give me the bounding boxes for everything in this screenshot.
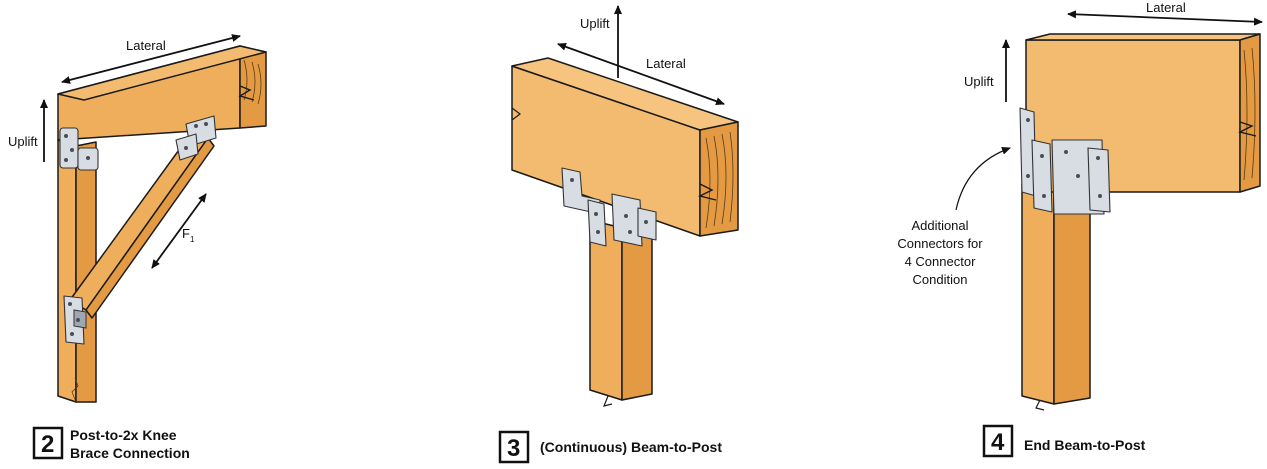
- uplift-label-4: Uplift: [964, 74, 994, 89]
- note-line-3: 4 Connector: [905, 254, 976, 269]
- connectors-3: [561, 167, 657, 247]
- note-leader-line: [955, 146, 1011, 211]
- figure-4-end-beam: Lateral Uplift Additional Connectors for…: [897, 0, 1263, 458]
- connectors-4: [1019, 107, 1111, 215]
- uplift-label-2: Uplift: [8, 134, 38, 149]
- lateral-arrow-3: [557, 42, 725, 106]
- figure-3-continuous-beam: Uplift Lateral 3 (Continuous) Beam-to-Po…: [498, 5, 739, 464]
- figure-number-3: 3: [507, 435, 520, 462]
- note-line-4: Condition: [913, 272, 968, 287]
- note-line-2: Connectors for: [897, 236, 983, 251]
- lateral-label-3: Lateral: [646, 56, 686, 71]
- uplift-label-3: Uplift: [580, 16, 610, 31]
- figure-number-4: 4: [991, 429, 1005, 456]
- lateral-arrow-2: [61, 34, 241, 84]
- caption-2: 2 Post-to-2x Knee Brace Connection: [32, 426, 190, 461]
- caption-4: 4 End Beam-to-Post: [982, 424, 1146, 458]
- post-4: [1021, 183, 1091, 411]
- note-line-1: Additional: [911, 218, 968, 233]
- caption-2-line1: Post-to-2x Knee: [70, 427, 177, 443]
- force-arrow-2: [151, 193, 207, 269]
- caption-4-line1: End Beam-to-Post: [1024, 437, 1146, 453]
- figure-number-2: 2: [41, 431, 54, 458]
- connector-brace-bottom: [63, 295, 87, 345]
- post-3: [589, 219, 653, 407]
- lateral-label-4: Lateral: [1146, 0, 1186, 15]
- caption-3: 3 (Continuous) Beam-to-Post: [498, 430, 722, 464]
- lateral-label-2: Lateral: [126, 38, 166, 53]
- connector-brace-top: [175, 115, 217, 161]
- additional-connectors-note: Additional Connectors for 4 Connector Co…: [897, 218, 983, 287]
- figure-2-knee-brace: Lateral Uplift F1 2 Post-to-2x Knee Brac…: [8, 34, 267, 461]
- caption-3-line1: (Continuous) Beam-to-Post: [540, 439, 722, 455]
- caption-2-line2: Brace Connection: [70, 445, 190, 461]
- force-label: F1: [182, 226, 195, 244]
- lateral-arrow-4: [1067, 10, 1263, 26]
- connector-top-left: [59, 127, 99, 171]
- beam-2: [57, 45, 267, 141]
